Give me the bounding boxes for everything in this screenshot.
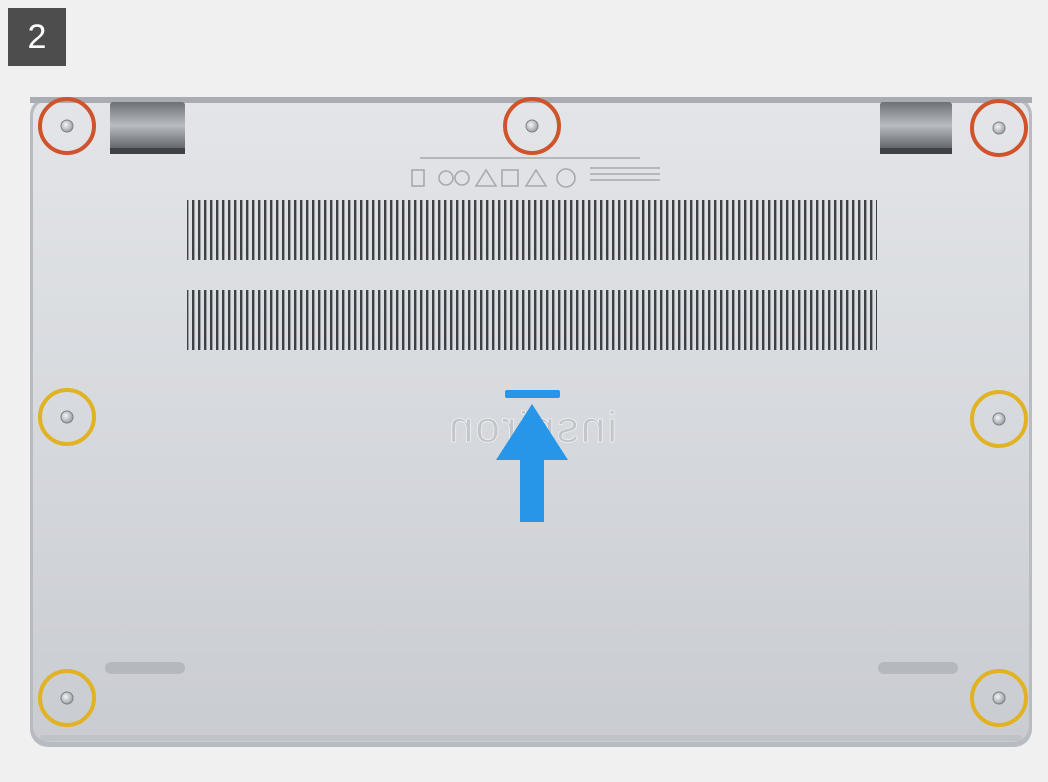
upper-vent-grille [187,200,877,260]
left-rubber-foot [105,662,185,674]
left-hinge [110,102,185,154]
lower-vent-grille [187,290,877,350]
right-rubber-foot [878,662,958,674]
right-hinge [880,102,952,154]
